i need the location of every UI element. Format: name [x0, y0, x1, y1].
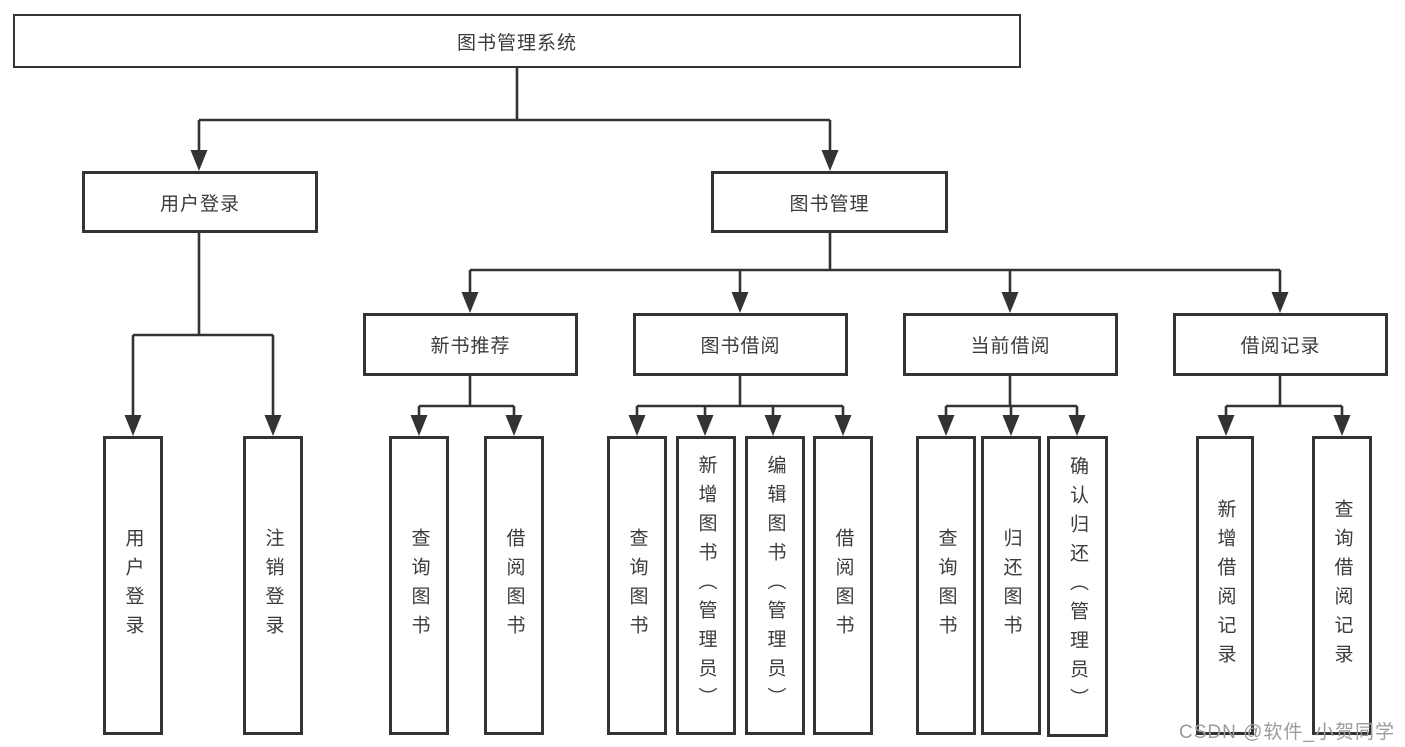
wire-newbook-to-leaves [417, 376, 516, 420]
node-label: 新增借阅记录 [1214, 498, 1236, 673]
leaf-return-books: 归还图书 [981, 436, 1041, 735]
leaf-edit-books-admin: 编辑图书（管理员） [745, 436, 805, 735]
arrowhead-icon [1002, 415, 1020, 436]
node-label: 确认归还（管理员） [1067, 456, 1088, 717]
leaf-search-books-current: 查询图书 [916, 436, 976, 735]
node-book-management: 图书管理 [711, 171, 948, 233]
arrowhead-icon [821, 150, 839, 171]
arrowhead-icon [1068, 415, 1086, 436]
node-label: 查询图书 [935, 527, 957, 644]
arrowhead-icon [505, 415, 523, 436]
leaf-search-books-recommend: 查询图书 [389, 436, 449, 735]
node-borrow-records: 借阅记录 [1173, 313, 1388, 376]
node-label: 查询借阅记录 [1331, 498, 1353, 673]
arrowhead-icon [264, 415, 282, 436]
wire-borrowrecord-to-leaves [1224, 376, 1344, 420]
node-library-system: 图书管理系统 [13, 14, 1021, 68]
node-label: 借阅图书 [832, 527, 854, 644]
node-new-book-recommend: 新书推荐 [363, 313, 578, 376]
leaf-confirm-return-admin: 确认归还（管理员） [1047, 436, 1108, 737]
connector-strokes [131, 68, 1344, 420]
arrowheads [124, 150, 1351, 436]
csdn-watermark: CSDN @软件_小贺同学 [1179, 722, 1395, 743]
node-label: 新增图书（管理员） [695, 455, 717, 716]
arrowhead-icon [696, 415, 714, 436]
arrowhead-icon [1217, 415, 1235, 436]
node-label: 借阅记录 [1240, 336, 1321, 357]
leaf-search-borrow-record: 查询借阅记录 [1312, 436, 1372, 735]
wire-root-to-level1 [197, 68, 832, 154]
wire-bookmgmt-to-level2 [468, 233, 1282, 297]
node-label: 图书借阅 [700, 336, 781, 357]
arrowhead-icon [834, 415, 852, 436]
node-label: 借阅图书 [503, 527, 525, 644]
arrowhead-icon [190, 150, 208, 171]
arrowhead-icon [410, 415, 428, 436]
node-book-borrow: 图书借阅 [633, 313, 848, 376]
leaf-logout-login: 注销登录 [243, 436, 303, 735]
node-label: 当前借阅 [970, 336, 1051, 357]
wire-userlogin-to-leaves [131, 233, 275, 420]
node-label: 注销登录 [262, 527, 284, 644]
node-label: 图书管理 [789, 193, 870, 215]
leaf-borrow-books: 借阅图书 [813, 436, 873, 735]
node-label: 图书管理系统 [456, 32, 577, 54]
arrowhead-icon [764, 415, 782, 436]
node-label: 查询图书 [408, 527, 430, 644]
leaf-borrow-books-recommend: 借阅图书 [484, 436, 544, 735]
arrowhead-icon [628, 415, 646, 436]
node-label: 归还图书 [1000, 527, 1022, 644]
arrowhead-icon [937, 415, 955, 436]
arrowhead-icon [124, 415, 142, 436]
node-label: 编辑图书（管理员） [764, 455, 786, 716]
node-label: 用户登录 [122, 527, 144, 644]
arrowhead-icon [1271, 292, 1289, 313]
leaf-add-books-admin: 新增图书（管理员） [676, 436, 736, 735]
leaf-search-books-borrow: 查询图书 [607, 436, 667, 735]
node-current-borrow: 当前借阅 [903, 313, 1118, 376]
wire-bookborrow-to-leaves [635, 376, 845, 420]
arrowhead-icon [461, 292, 479, 313]
node-label: 用户登录 [159, 193, 240, 215]
node-label: 新书推荐 [430, 336, 511, 357]
arrowhead-icon [1001, 292, 1019, 313]
arrowhead-icon [1333, 415, 1351, 436]
node-label: 查询图书 [626, 527, 648, 644]
node-user-login: 用户登录 [82, 171, 318, 233]
leaf-user-login: 用户登录 [103, 436, 163, 735]
wire-currentborrow-to-leaves [944, 376, 1079, 420]
arrowhead-icon [731, 292, 749, 313]
leaf-add-borrow-record: 新增借阅记录 [1196, 436, 1254, 735]
